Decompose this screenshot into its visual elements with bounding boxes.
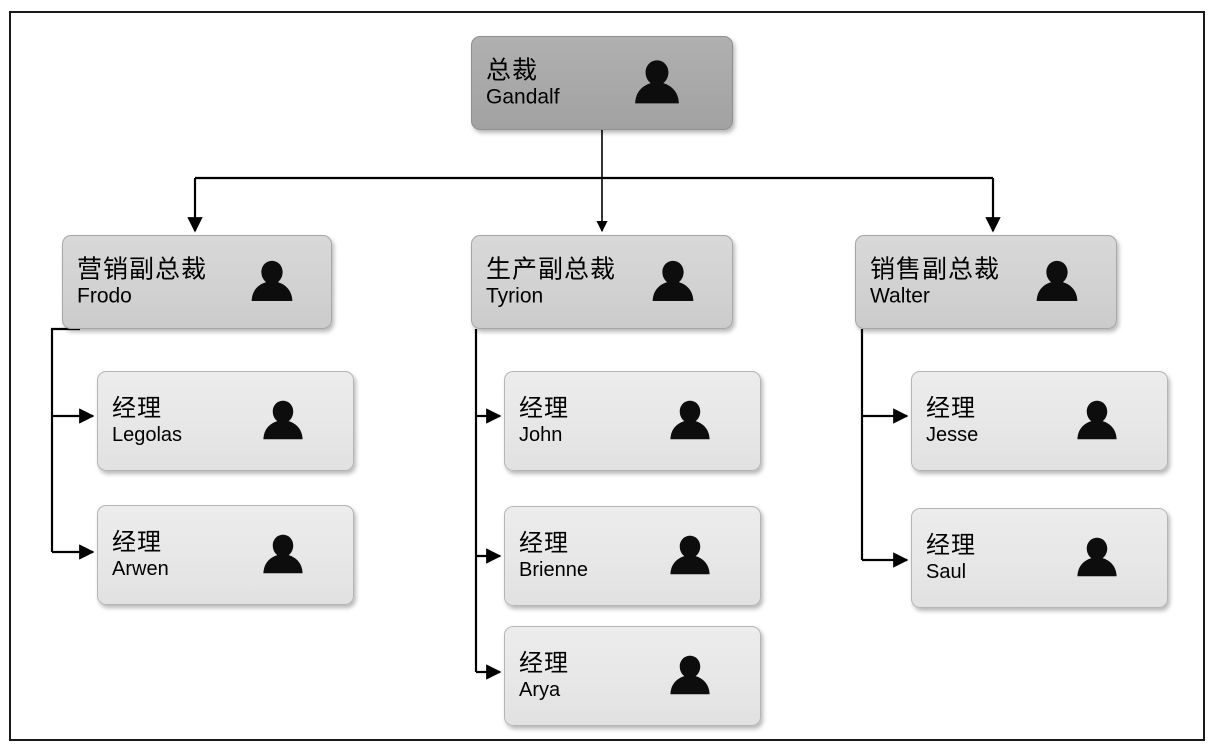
org-node-name: Walter xyxy=(870,284,930,308)
org-node-text: 经理 Brienne xyxy=(519,529,588,581)
org-node-tyrion[interactable]: 生产副总裁 Tyrion xyxy=(471,235,733,329)
org-node-text: 销售副总裁 Walter xyxy=(870,256,1000,309)
org-node-text: 经理 Jesse xyxy=(926,394,979,446)
org-node-saul[interactable]: 经理 Saul xyxy=(911,508,1168,608)
org-node-john[interactable]: 经理 John xyxy=(504,371,761,471)
org-node-brienne[interactable]: 经理 Brienne xyxy=(504,506,761,606)
org-node-name: Saul xyxy=(926,560,967,583)
person-bust-icon xyxy=(646,255,700,309)
org-node-title: 经理 xyxy=(519,394,569,422)
org-node-title: 经理 xyxy=(112,528,162,556)
org-node-text: 生产副总裁 Tyrion xyxy=(486,256,616,309)
person-bust-icon xyxy=(257,529,309,581)
person-bust-icon xyxy=(664,530,716,582)
org-node-walter[interactable]: 销售副总裁 Walter xyxy=(855,235,1117,329)
org-node-text: 总裁 Gandalf xyxy=(486,57,560,110)
person-bust-icon xyxy=(1071,395,1123,447)
org-node-name: Tyrion xyxy=(486,284,544,308)
org-node-title: 经理 xyxy=(926,394,976,422)
org-node-name: Gandalf xyxy=(486,85,560,109)
org-node-gandalf[interactable]: 总裁 Gandalf xyxy=(471,36,733,130)
person-bust-icon xyxy=(664,395,716,447)
org-node-text: 经理 Arya xyxy=(519,649,569,701)
org-node-name: Jesse xyxy=(926,423,979,446)
org-node-title: 经理 xyxy=(112,394,162,422)
person-bust-icon xyxy=(245,255,299,309)
org-node-text: 营销副总裁 Frodo xyxy=(77,256,207,309)
org-node-text: 经理 John xyxy=(519,394,569,446)
org-node-name: Brienne xyxy=(519,558,588,581)
person-bust-icon xyxy=(664,650,716,702)
org-node-name: Legolas xyxy=(112,423,183,446)
org-node-arya[interactable]: 经理 Arya xyxy=(504,626,761,726)
org-node-title: 总裁 xyxy=(486,56,539,85)
org-node-text: 经理 Arwen xyxy=(112,528,169,580)
org-node-name: Arya xyxy=(519,678,561,701)
org-node-frodo[interactable]: 营销副总裁 Frodo xyxy=(62,235,332,329)
org-node-title: 经理 xyxy=(519,529,569,557)
org-node-jesse[interactable]: 经理 Jesse xyxy=(911,371,1168,471)
org-node-title: 经理 xyxy=(926,531,976,559)
person-bust-icon xyxy=(1030,255,1084,309)
org-node-arwen[interactable]: 经理 Arwen xyxy=(97,505,354,605)
org-node-text: 经理 Legolas xyxy=(112,394,183,446)
org-node-legolas[interactable]: 经理 Legolas xyxy=(97,371,354,471)
org-node-title: 销售副总裁 xyxy=(870,255,1001,284)
org-node-title: 经理 xyxy=(519,649,569,677)
org-node-name: Frodo xyxy=(77,284,132,308)
person-bust-icon xyxy=(628,54,686,112)
person-bust-icon xyxy=(1071,532,1123,584)
org-node-title: 生产副总裁 xyxy=(486,255,617,284)
org-node-name: John xyxy=(519,423,563,446)
person-bust-icon xyxy=(257,395,309,447)
org-node-name: Arwen xyxy=(112,557,169,580)
org-node-text: 经理 Saul xyxy=(926,531,976,583)
org-node-title: 营销副总裁 xyxy=(77,255,208,284)
